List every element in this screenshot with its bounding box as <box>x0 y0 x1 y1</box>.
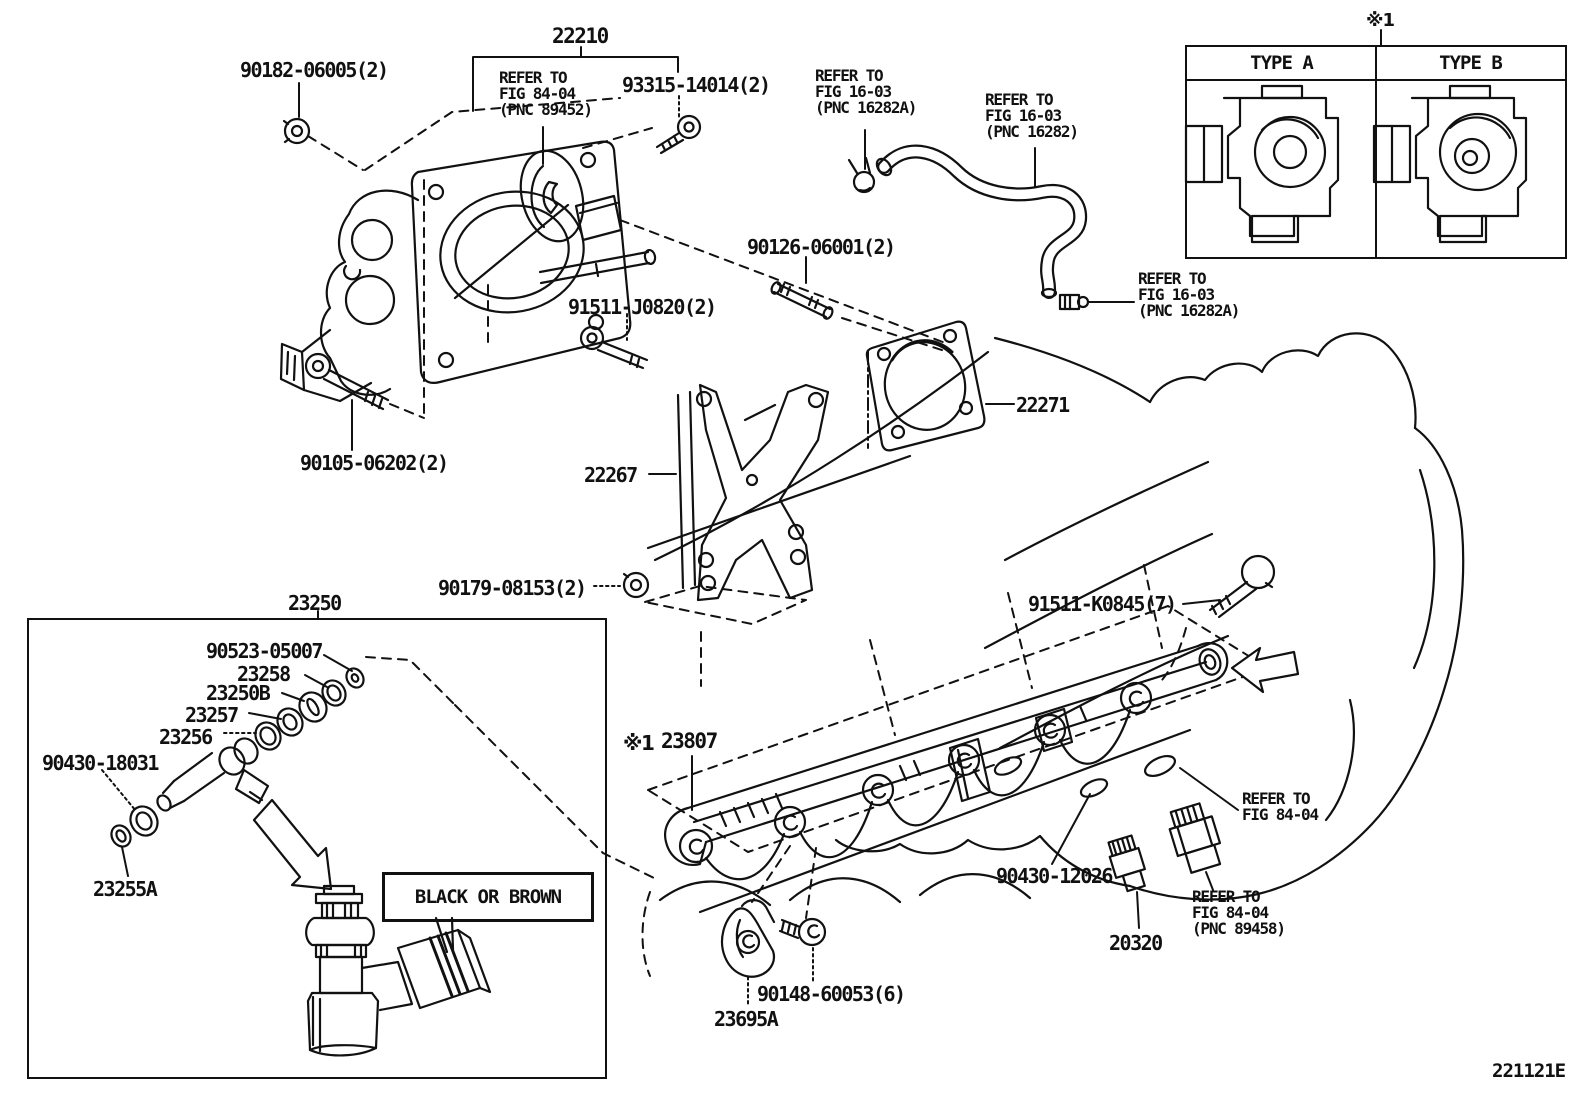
type-variant-box: TYPE A TYPE B <box>1185 45 1567 259</box>
part-label-20320: 20320 <box>1109 931 1163 955</box>
nut-90179 <box>622 571 650 599</box>
nut-90182 <box>282 117 311 145</box>
type-b-drawing <box>1372 84 1528 244</box>
fuel-rail <box>658 642 1229 907</box>
part-label-23256: 23256 <box>159 725 213 749</box>
injector-stack <box>110 667 365 891</box>
refer-note-16282: REFER TO FIG 16-03 (PNC 16282) <box>985 90 1079 141</box>
diagram-code: 221121E <box>1492 1060 1566 1082</box>
type-a-header: TYPE A <box>1250 52 1314 74</box>
part-label-90430-12026: 90430-12026 <box>996 864 1113 888</box>
part-label-22271: 22271 <box>1016 393 1070 417</box>
bolt-91511-j0820 <box>579 325 649 370</box>
bolt-90105 <box>304 352 390 411</box>
bolt-93315 <box>655 114 702 155</box>
part-label-23258: 23258 <box>237 662 291 686</box>
part-label-23695a: 23695A <box>714 1007 779 1031</box>
part-label-22267: 22267 <box>584 463 638 487</box>
sensor-89458 <box>1168 802 1222 874</box>
part-label-90126: 90126-06001(2) <box>747 235 896 259</box>
part-label-91511k: 91511-K0845(7) <box>1028 592 1177 616</box>
refer-note-8404-plain: REFER TO FIG 84-04 <box>1242 789 1319 824</box>
refer-note-16282a-top: REFER TO FIG 16-03 (PNC 16282A) <box>815 66 917 117</box>
type-box-marker: ※1 <box>1366 10 1395 31</box>
bolt-90148 <box>778 917 827 947</box>
type-box-divider <box>1375 47 1377 257</box>
injector-detail-box <box>27 618 607 1079</box>
type-b-header: TYPE B <box>1439 52 1503 74</box>
type-a-drawing <box>1184 84 1340 244</box>
dotted-leaders <box>101 95 814 1007</box>
part-label-23255a: 23255A <box>93 877 158 901</box>
rail-marker: ※1 <box>623 731 655 755</box>
bolt-91511-k0845 <box>1208 554 1276 619</box>
black-or-brown-callout: BLACK OR BROWN <box>382 872 594 922</box>
part-label-23257: 23257 <box>185 703 239 727</box>
injector-enlarged <box>305 884 492 1057</box>
gasket-22271 <box>865 320 986 452</box>
throttle-body <box>279 140 657 403</box>
stud-90126 <box>770 281 834 320</box>
part-label-22210: 22210 <box>552 24 609 48</box>
part-label-91511j: 91511-J0820(2) <box>568 295 717 319</box>
refer-note-16282a-mid: REFER TO FIG 16-03 (PNC 16282A) <box>1138 269 1240 320</box>
part-label-90430-18031: 90430-18031 <box>42 751 159 775</box>
bracket-22267 <box>676 383 830 602</box>
intake-manifold <box>646 332 1465 914</box>
part-label-90182: 90182-06005(2) <box>240 58 389 82</box>
part-label-93315: 93315-14014(2) <box>622 73 771 97</box>
part-label-23807: 23807 <box>661 729 718 753</box>
part-label-90523: 90523-05007 <box>206 639 323 663</box>
valve-20320 <box>1107 834 1146 893</box>
part-label-90179: 90179-08153(2) <box>438 576 587 600</box>
leader-lines <box>121 29 1382 929</box>
hose-clamp-bottom <box>1058 293 1090 311</box>
throttle-position-sensor <box>519 149 623 243</box>
part-label-23250b: 23250B <box>206 681 271 705</box>
direction-arrow <box>1230 646 1300 694</box>
refer-note-89452: REFER TO FIG 84-04 (PNC 89452) <box>499 68 593 119</box>
hose-clamp-top <box>847 156 876 194</box>
refer-note-89458: REFER TO FIG 84-04 (PNC 89458) <box>1192 887 1286 938</box>
part-label-23250: 23250 <box>288 591 342 615</box>
part-label-90105: 90105-06202(2) <box>300 451 449 475</box>
vacuum-hose <box>875 144 1088 299</box>
part-label-90148: 90148-60053(6) <box>757 982 906 1006</box>
clamp-23695a <box>720 899 776 978</box>
